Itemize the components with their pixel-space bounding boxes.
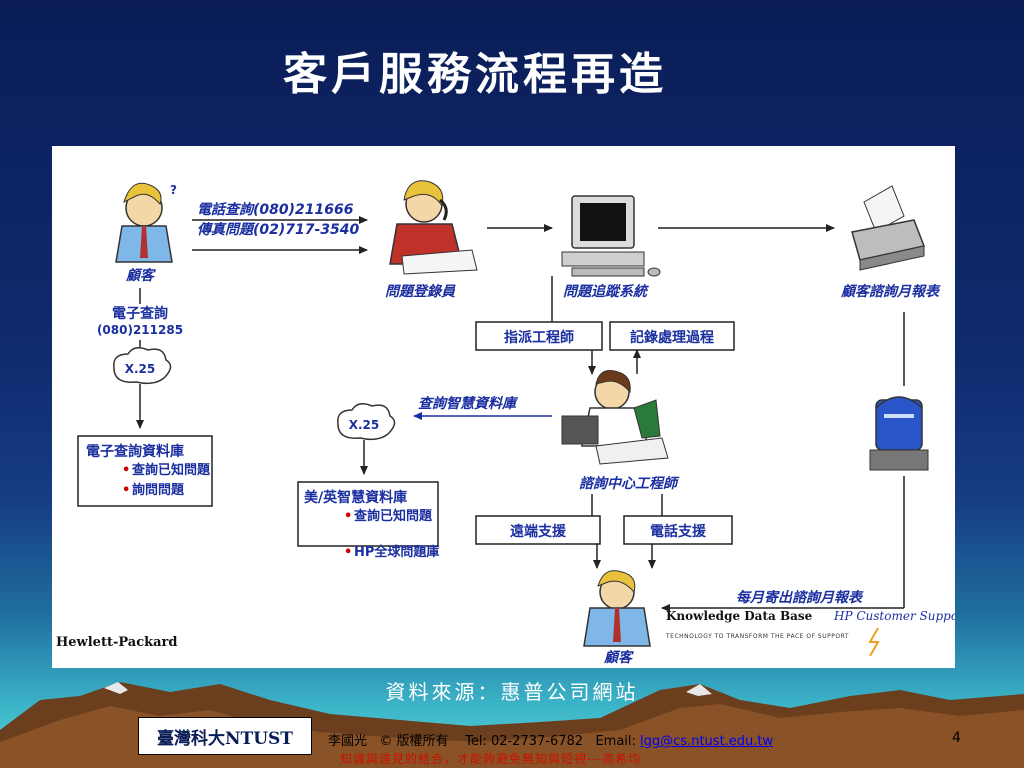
- printer-figure: [851, 185, 926, 271]
- query-kb-label: 查詢智慧資料庫: [418, 395, 519, 412]
- e-query-title: 電子查詢: [112, 305, 168, 322]
- assign-engineer-box: [475, 321, 603, 351]
- footer-email-link[interactable]: lgg@cs.ntust.edu.tw: [640, 734, 774, 749]
- monthly-report-label: 顧客諮詢月報表: [841, 283, 941, 300]
- source-caption: 資料來源：惠普公司網站: [385, 680, 639, 704]
- us-uk-db-item-1: 查詢已知問題: [353, 508, 433, 524]
- e-query-db-item-1: 查詢已知問題: [131, 462, 211, 478]
- svg-text:•: •: [122, 463, 130, 478]
- footer-tel: Tel: 02-2737-6782: [465, 734, 584, 749]
- hp-customer-support-label: HP Customer Support: [833, 609, 955, 623]
- customer-top-label: 顧客: [126, 267, 156, 284]
- consult-engineer-label: 諮詢中心工程師: [579, 475, 680, 492]
- ntust-logo: 臺灣科大NTUST: [138, 717, 312, 755]
- record-process-box: [609, 321, 735, 351]
- phone-query-label: 電話查詢(080)211666: [197, 201, 354, 218]
- remote-support-box: [475, 515, 601, 545]
- customer-bottom-label: 顧客: [604, 649, 634, 666]
- tracking-system-label: 問題追蹤系統: [563, 283, 650, 300]
- svg-text:•: •: [344, 509, 352, 524]
- e-query-db-box: [77, 435, 213, 507]
- footer-email-label: Email:: [595, 734, 636, 749]
- x25-cloud-mid: [337, 403, 396, 441]
- footer-contact: 李國光 © 版權所有 Tel: 02-2737-6782 Email: lgg@…: [328, 730, 773, 749]
- mailbox-figure: [869, 396, 929, 471]
- footer-quote: 知識與遠見的結合，才能夠避免無知與短視---高希均: [340, 752, 642, 766]
- computer-figure: [561, 195, 661, 277]
- monthly-send-label: 每月寄出諮詢月報表: [736, 589, 864, 606]
- tagline-label: TECHNOLOGY TO TRANSFORM THE PACE OF SUPP…: [665, 633, 849, 640]
- e-query-number: (080)211285: [97, 323, 183, 337]
- x25-cloud-left: [113, 347, 172, 385]
- page-number: 4: [952, 730, 961, 746]
- e-query-db-title: 電子查詢資料庫: [86, 443, 184, 460]
- us-uk-db-box: [297, 481, 439, 547]
- x25-mid-label: X.25: [349, 418, 380, 432]
- flowchart-svg: ? 顧客 電話查詢(080)211666 傳真問題(02)717-3540 問題…: [56, 180, 955, 666]
- flowchart-panel: ? 顧客 電話查詢(080)211666 傳真問題(02)717-3540 問題…: [52, 146, 955, 668]
- fax-query-label: 傳真問題(02)717-3540: [197, 221, 360, 238]
- svg-text:?: ?: [170, 183, 177, 197]
- svg-text:•: •: [122, 483, 130, 498]
- remote-support-label: 遠端支援: [510, 523, 567, 540]
- customer-top-figure: ?: [115, 182, 177, 263]
- us-uk-db-title: 美/英智慧資料庫: [304, 489, 407, 506]
- slide-title: 客戶服務流程再造: [283, 49, 667, 100]
- customer-bottom-figure: [583, 570, 651, 647]
- lightning-icon: [868, 627, 880, 657]
- x25-left-label: X.25: [125, 362, 156, 376]
- consult-engineer-figure: [561, 370, 669, 465]
- us-uk-db-item-2: HP全球問題庫: [354, 544, 439, 560]
- registrar-figure: [389, 180, 478, 275]
- svg-text:•: •: [344, 545, 352, 560]
- phone-support-label: 電話支援: [650, 523, 707, 540]
- knowledge-db-label: Knowledge Data Base: [666, 609, 813, 623]
- phone-support-box: [623, 515, 733, 545]
- footer-copyright: © 版權所有: [379, 734, 449, 749]
- registrar-label: 問題登錄員: [385, 283, 456, 300]
- hewlett-packard-label: Hewlett-Packard: [56, 635, 178, 650]
- e-query-db-item-2: 詢問問題: [132, 482, 185, 498]
- record-process-label: 記錄處理過程: [630, 329, 714, 346]
- footer-author: 李國光: [328, 734, 368, 749]
- assign-engineer-label: 指派工程師: [504, 329, 574, 346]
